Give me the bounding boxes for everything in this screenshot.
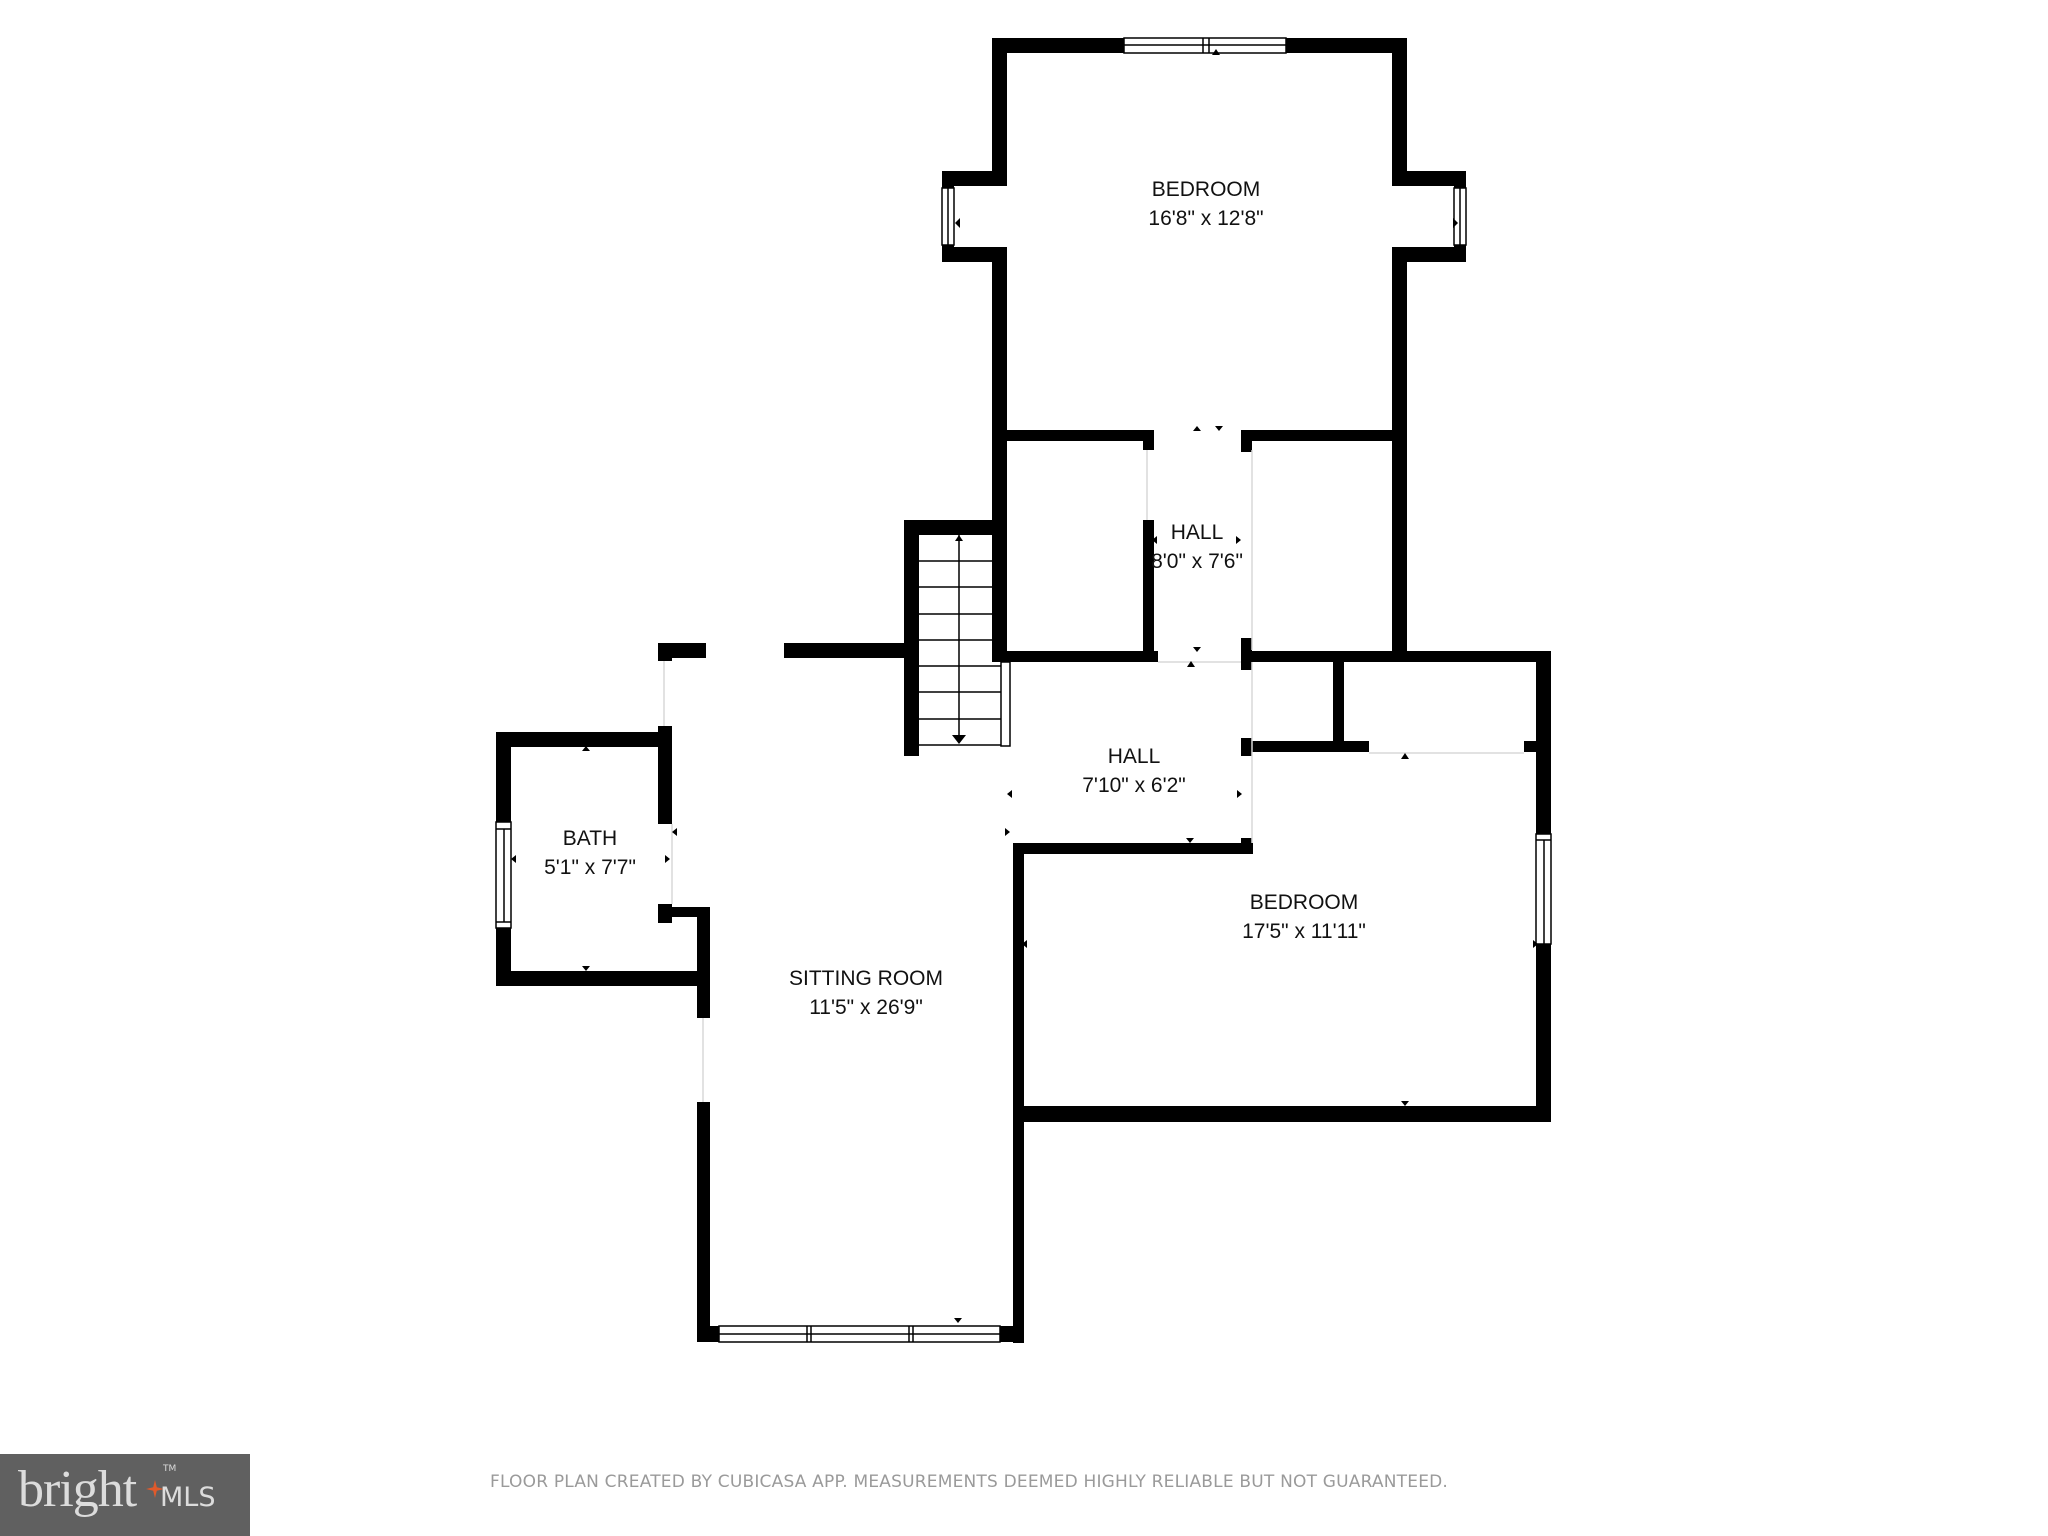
room-label-hall-upper: HALL 8'0" x 7'6" (1151, 518, 1243, 576)
room-label-bath: BATH 5'1" x 7'7" (544, 824, 636, 882)
room-dimensions: 8'0" x 7'6" (1151, 550, 1243, 573)
room-name: BEDROOM (1151, 178, 1261, 201)
logo-trademark: TM (163, 1464, 177, 1474)
floor-plan-disclaimer: FLOOR PLAN CREATED BY CUBICASA APP. MEAS… (490, 1472, 1449, 1492)
bedroom-top-window-east (1453, 187, 1467, 246)
bedroom-right-window-east (1535, 833, 1552, 945)
room-label-hall-lower: HALL 7'10" x 6'2" (1082, 742, 1186, 800)
room-label-bedroom-right: BEDROOM 17'5" x 11'11" (1242, 888, 1366, 946)
dimension-markers (511, 49, 1538, 1323)
room-dimensions: 16'8" x 12'8" (1148, 207, 1264, 230)
staircase[interactable] (904, 520, 1011, 756)
bath-window-west (495, 821, 512, 929)
room-label-sitting-room: SITTING ROOM 11'5" x 26'9" (789, 964, 943, 1022)
logo-mls-text: MLS (160, 1482, 216, 1513)
logo-wordmark: bright (18, 1461, 137, 1518)
sitting-room-window-south (718, 1325, 1001, 1343)
room-label-bedroom-top: BEDROOM 16'8" x 12'8" (1148, 175, 1263, 233)
lower-hall-walls (1013, 651, 1551, 1343)
upper-hall-openings (1146, 450, 1253, 663)
stair-arrow-down-icon (952, 735, 966, 744)
room-dimensions: 7'10" x 6'2" (1082, 774, 1186, 797)
room-name: HALL (1170, 521, 1224, 544)
bright-mls-logo: bright TM MLS (0, 1454, 250, 1536)
room-name: HALL (1107, 745, 1161, 768)
upper-hall-walls (1000, 430, 1551, 670)
stair-arrow-up-icon (955, 535, 963, 541)
spark-icon (146, 1480, 164, 1498)
room-name: SITTING ROOM (789, 967, 943, 990)
room-dimensions: 11'5" x 26'9" (809, 996, 923, 1019)
room-name: BEDROOM (1249, 891, 1359, 914)
sitting-room-walls (658, 643, 1024, 1342)
bath-walls (496, 732, 710, 986)
bedroom-top-window-west (941, 187, 955, 246)
bedroom-top-window-north (1123, 37, 1287, 54)
lower-hall-openings (1251, 662, 1524, 843)
room-name: BATH (562, 827, 618, 850)
room-dimensions: 17'5" x 11'11" (1242, 920, 1366, 943)
sitting-room-openings (663, 661, 704, 1102)
room-dimensions: 5'1" x 7'7" (544, 856, 636, 879)
